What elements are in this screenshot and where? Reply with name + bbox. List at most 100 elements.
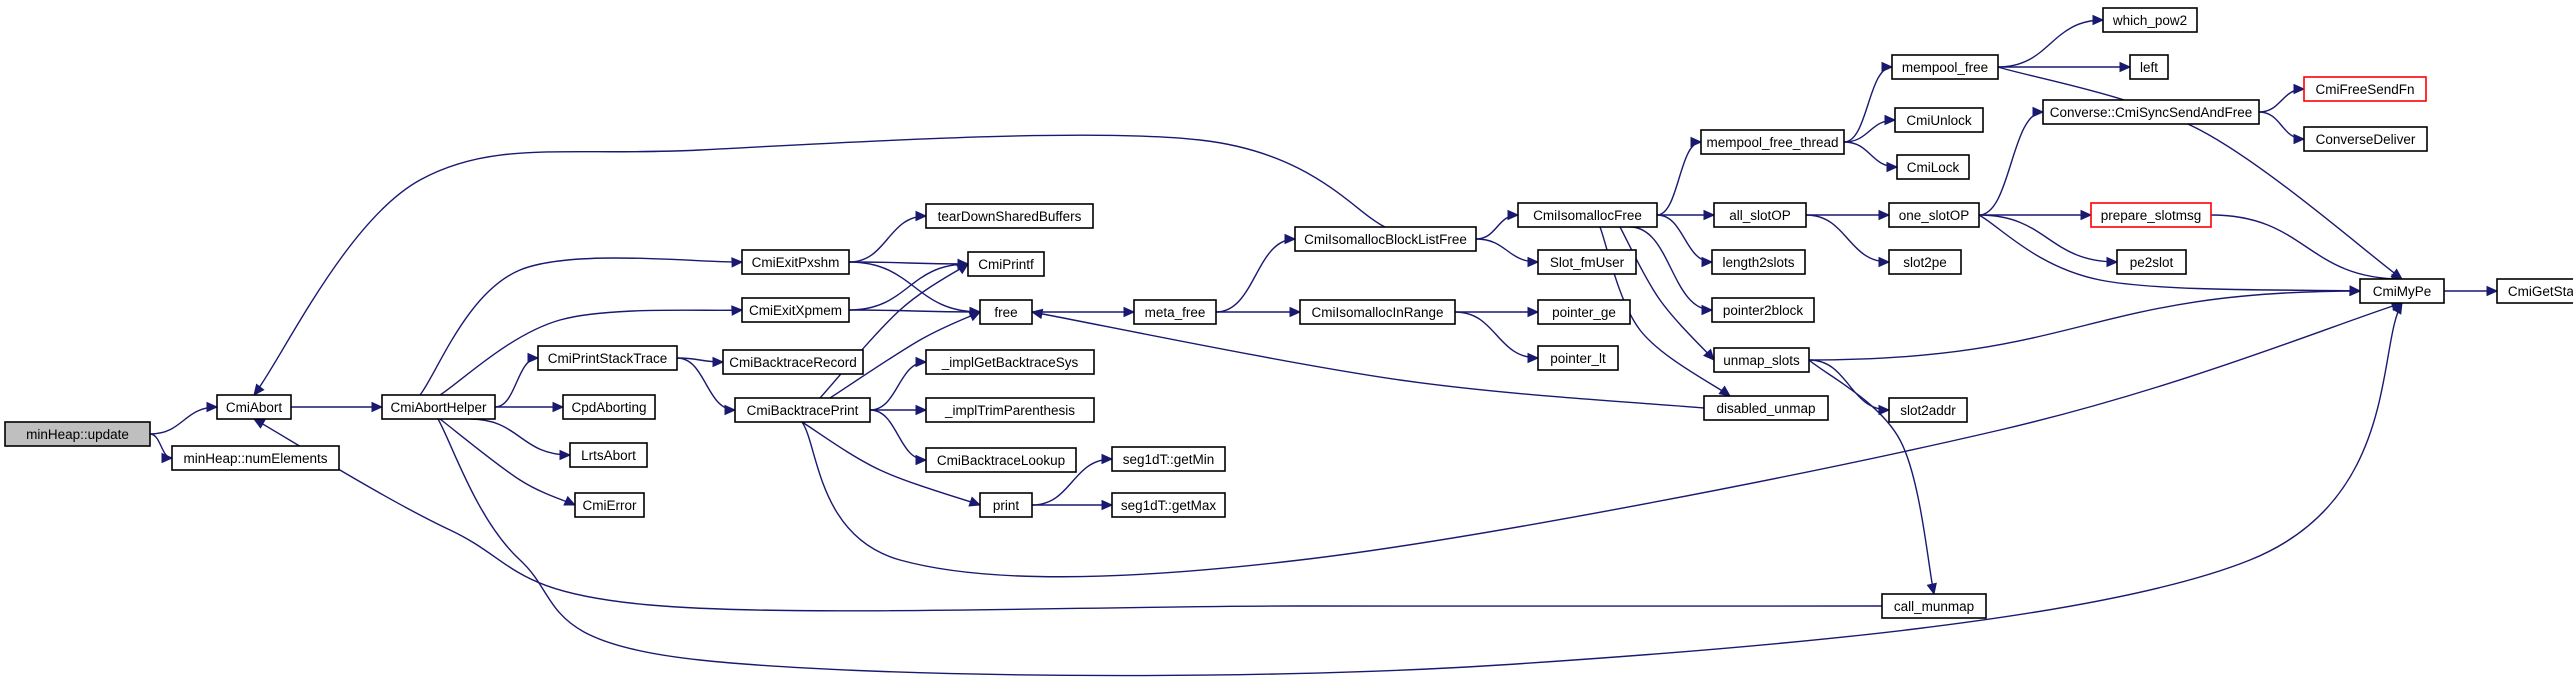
node-box[interactable] bbox=[1537, 345, 1619, 371]
node-box[interactable] bbox=[1517, 202, 1658, 228]
node-box[interactable] bbox=[2303, 76, 2427, 102]
node-cmiunlock[interactable]: CmiUnlock bbox=[1894, 107, 1984, 133]
node-box[interactable] bbox=[1713, 202, 1807, 228]
node-box[interactable] bbox=[2496, 278, 2573, 304]
node-pointer2block[interactable]: pointer2block bbox=[1711, 297, 1815, 323]
node-cmiisomallocinrange[interactable]: CmiIsomallocInRange bbox=[1299, 299, 1456, 325]
node-box[interactable] bbox=[1888, 397, 1968, 423]
node-free[interactable]: free bbox=[979, 299, 1033, 325]
node-box[interactable] bbox=[2359, 278, 2445, 304]
node-cmilock[interactable]: CmiLock bbox=[1896, 154, 1970, 180]
node-cmiprintstacktrace[interactable]: CmiPrintStackTrace bbox=[537, 345, 678, 371]
node-box[interactable] bbox=[1713, 347, 1810, 373]
node-minheap-numelements[interactable]: minHeap::numElements bbox=[171, 445, 340, 471]
node-slot2addr[interactable]: slot2addr bbox=[1888, 397, 1968, 423]
node-disabled-unmap[interactable]: disabled_unmap bbox=[1703, 395, 1829, 421]
node-mempool-free[interactable]: mempool_free bbox=[1891, 54, 1999, 80]
node-box[interactable] bbox=[722, 349, 864, 375]
node-cmiexitpxshm[interactable]: CmiExitPxshm bbox=[741, 249, 850, 275]
node-box[interactable] bbox=[979, 299, 1033, 325]
node-cmibacktracerecord[interactable]: CmiBacktraceRecord bbox=[722, 349, 864, 375]
node-box[interactable] bbox=[925, 349, 1095, 375]
node-box[interactable] bbox=[925, 203, 1094, 229]
node-box[interactable] bbox=[381, 394, 496, 420]
node-lrtsabort[interactable]: LrtsAbort bbox=[569, 442, 648, 468]
node-cmifreesendfn[interactable]: CmiFreeSendFn bbox=[2303, 76, 2427, 102]
node-all-slotop[interactable]: all_slotOP bbox=[1713, 202, 1807, 228]
node-box[interactable] bbox=[925, 397, 1095, 423]
node-impl-trimparenthesis[interactable]: _implTrimParenthesis bbox=[925, 397, 1095, 423]
node-box[interactable] bbox=[1888, 202, 1980, 228]
node-seg1dt-getmax[interactable]: seg1dT::getMax bbox=[1111, 492, 1226, 518]
node-unmap-slots[interactable]: unmap_slots bbox=[1713, 347, 1810, 373]
node-box[interactable] bbox=[569, 442, 648, 468]
node-pointer-ge[interactable]: pointer_ge bbox=[1537, 299, 1631, 325]
node-box[interactable] bbox=[741, 249, 850, 275]
node-box[interactable] bbox=[2129, 54, 2169, 80]
node-box[interactable] bbox=[1891, 54, 1999, 80]
node-box[interactable] bbox=[1133, 299, 1217, 325]
node-converse-cmisyncsendandfree[interactable]: Converse::CmiSyncSendAndFree bbox=[2042, 99, 2260, 125]
node-length2slots[interactable]: length2slots bbox=[1711, 249, 1806, 275]
node-box[interactable] bbox=[1700, 129, 1845, 155]
node-prepare-slotmsg[interactable]: prepare_slotmsg bbox=[2090, 202, 2212, 228]
node-minheap-update[interactable]: minHeap::update bbox=[4, 421, 151, 447]
node-cmimype[interactable]: CmiMyPe bbox=[2359, 278, 2445, 304]
node-cmiisomallocfree[interactable]: CmiIsomallocFree bbox=[1517, 202, 1658, 228]
node-impl-getbacktracesys[interactable]: _implGetBacktraceSys bbox=[925, 349, 1095, 375]
node-box[interactable] bbox=[2102, 7, 2198, 33]
node-meta-free[interactable]: meta_free bbox=[1133, 299, 1217, 325]
node-cmibacktraceprint[interactable]: CmiBacktracePrint bbox=[734, 397, 871, 423]
node-box[interactable] bbox=[925, 447, 1077, 473]
node-box[interactable] bbox=[1711, 297, 1815, 323]
node-box[interactable] bbox=[1537, 299, 1631, 325]
node-cmigetstate[interactable]: CmiGetState bbox=[2496, 278, 2573, 304]
node-cpdaborting[interactable]: CpdAborting bbox=[562, 394, 656, 420]
node-box[interactable] bbox=[979, 492, 1033, 518]
node-slot-fmuser[interactable]: Slot_fmUser bbox=[1537, 249, 1637, 275]
node-box[interactable] bbox=[171, 445, 340, 471]
node-box[interactable] bbox=[562, 394, 656, 420]
node-conversedeliver[interactable]: ConverseDeliver bbox=[2303, 126, 2428, 152]
node-cmibacktracelookup[interactable]: CmiBacktraceLookup bbox=[925, 447, 1077, 473]
node-box[interactable] bbox=[1711, 249, 1806, 275]
node-box[interactable] bbox=[1896, 154, 1970, 180]
node-cmiprintf[interactable]: CmiPrintf bbox=[967, 251, 1045, 277]
node-pe2slot[interactable]: pe2slot bbox=[2116, 249, 2187, 275]
node-cmiaborthelper[interactable]: CmiAbortHelper bbox=[381, 394, 496, 420]
node-cmiabort[interactable]: CmiAbort bbox=[216, 394, 292, 420]
node-slot2pe[interactable]: slot2pe bbox=[1888, 249, 1962, 275]
node-box[interactable] bbox=[1881, 593, 1987, 619]
node-cmiisomallocblocklistfree[interactable]: CmiIsomallocBlockListFree bbox=[1294, 226, 1477, 252]
node-box[interactable] bbox=[2042, 99, 2260, 125]
node-which-pow2[interactable]: which_pow2 bbox=[2102, 7, 2198, 33]
node-seg1dt-getmin[interactable]: seg1dT::getMin bbox=[1111, 446, 1226, 472]
node-box[interactable] bbox=[1703, 395, 1829, 421]
node-box[interactable] bbox=[734, 397, 871, 423]
node-cmiexitxpmem[interactable]: CmiExitXpmem bbox=[741, 297, 850, 323]
node-box[interactable] bbox=[4, 421, 151, 447]
node-box[interactable] bbox=[216, 394, 292, 420]
node-left[interactable]: left bbox=[2129, 54, 2169, 80]
node-box[interactable] bbox=[1888, 249, 1962, 275]
node-teardownsharedbuffers[interactable]: tearDownSharedBuffers bbox=[925, 203, 1094, 229]
node-box[interactable] bbox=[1537, 249, 1637, 275]
node-box[interactable] bbox=[1299, 299, 1456, 325]
node-mempool-free-thread[interactable]: mempool_free_thread bbox=[1700, 129, 1845, 155]
node-box[interactable] bbox=[967, 251, 1045, 277]
node-print[interactable]: print bbox=[979, 492, 1033, 518]
node-cmierror[interactable]: CmiError bbox=[574, 492, 645, 518]
node-box[interactable] bbox=[1294, 226, 1477, 252]
node-box[interactable] bbox=[1111, 492, 1226, 518]
node-box[interactable] bbox=[1894, 107, 1984, 133]
node-box[interactable] bbox=[574, 492, 645, 518]
node-box[interactable] bbox=[2090, 202, 2212, 228]
node-one-slotop[interactable]: one_slotOP bbox=[1888, 202, 1980, 228]
node-pointer-lt[interactable]: pointer_lt bbox=[1537, 345, 1619, 371]
node-box[interactable] bbox=[2116, 249, 2187, 275]
node-box[interactable] bbox=[1111, 446, 1226, 472]
node-call-munmap[interactable]: call_munmap bbox=[1881, 593, 1987, 619]
node-box[interactable] bbox=[2303, 126, 2428, 152]
node-box[interactable] bbox=[741, 297, 850, 323]
node-box[interactable] bbox=[537, 345, 678, 371]
